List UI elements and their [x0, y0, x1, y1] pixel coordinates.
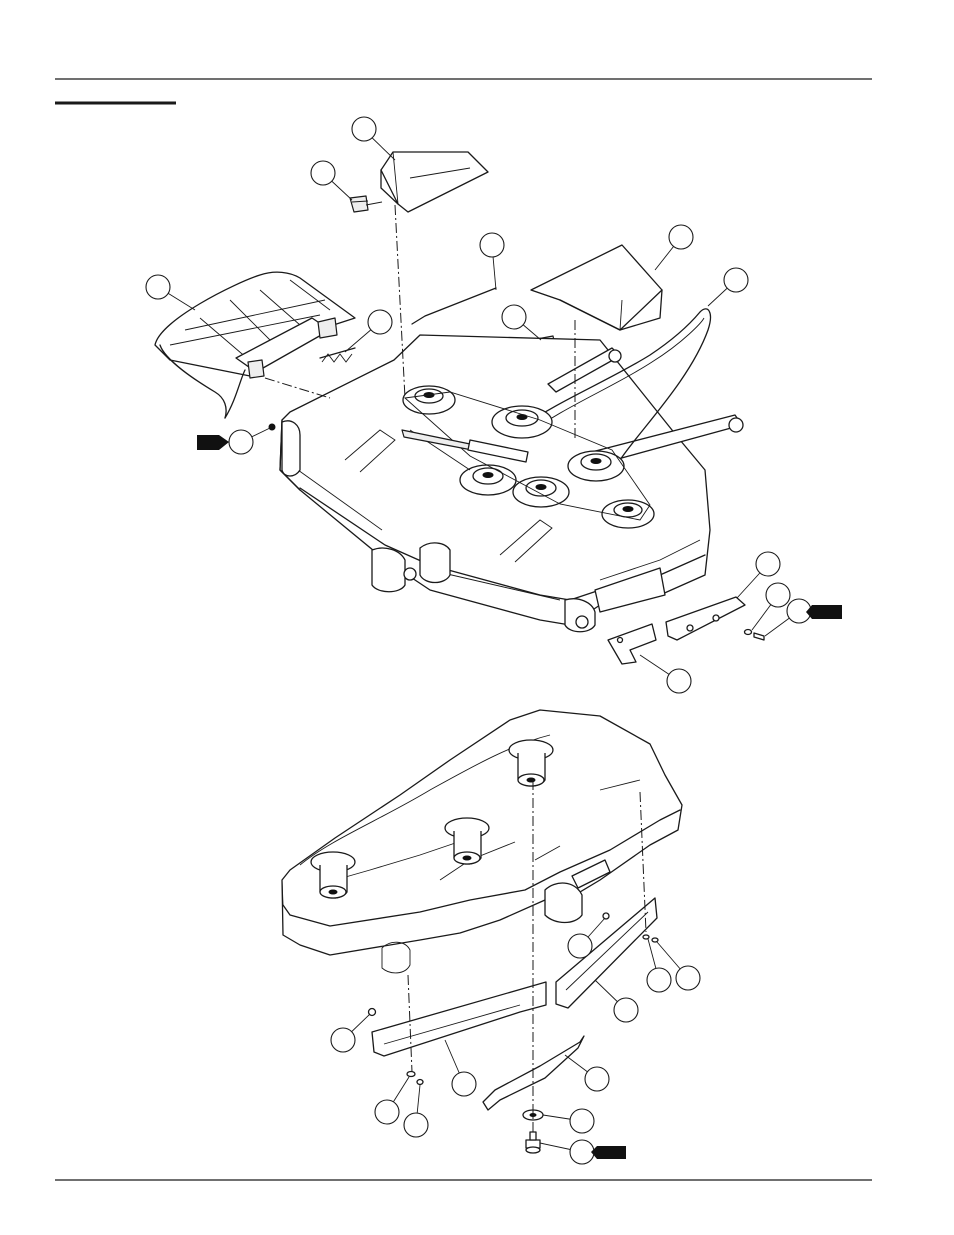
belt-cover-large: [531, 245, 662, 330]
callout-bubble: [640, 655, 691, 693]
pulley-left-top: [403, 386, 455, 414]
callout-bubble: [229, 428, 270, 454]
pulley-left-lower: [460, 465, 516, 495]
callout-bubble: [708, 268, 748, 306]
callout-bubble: [543, 1109, 594, 1133]
callout-bubble: [647, 939, 671, 992]
spring-part: [320, 348, 355, 362]
pulley-center-upper: [492, 406, 552, 438]
skid-bracket: [666, 597, 745, 640]
skid-fasteners: [745, 630, 765, 641]
lift-rod: [412, 288, 496, 324]
callout-bubble: [595, 980, 638, 1022]
callout-bubble: [540, 1140, 594, 1164]
skid-plate: [608, 624, 656, 664]
callout-bubble: [445, 1040, 476, 1096]
arrow-tag-left: [197, 435, 229, 450]
callout-bubble: [404, 1085, 428, 1137]
callout-bubble: [375, 1077, 409, 1124]
callout-bubble: [331, 1014, 370, 1052]
callout-bubble: [352, 117, 395, 160]
nut-left: [269, 424, 275, 430]
callout-bubble: [565, 1055, 609, 1091]
callout-bubble: [311, 161, 352, 200]
callout-bubble: [655, 225, 693, 270]
callout-bubble: [480, 233, 504, 290]
arrow-tag-right: [806, 605, 842, 619]
lower-deck-assembly: [282, 710, 682, 1153]
belt-cover-small: [381, 152, 488, 212]
baffle-left: [372, 982, 546, 1056]
knob-small-top: [350, 196, 368, 212]
callout-bubble: [502, 305, 541, 340]
callout-bubble: [752, 583, 790, 630]
callout-bubble: [146, 275, 195, 310]
blade-bolt: [526, 1132, 540, 1153]
pulley-center-lower: [513, 477, 569, 507]
arrow-tag-bottom: [591, 1146, 626, 1159]
